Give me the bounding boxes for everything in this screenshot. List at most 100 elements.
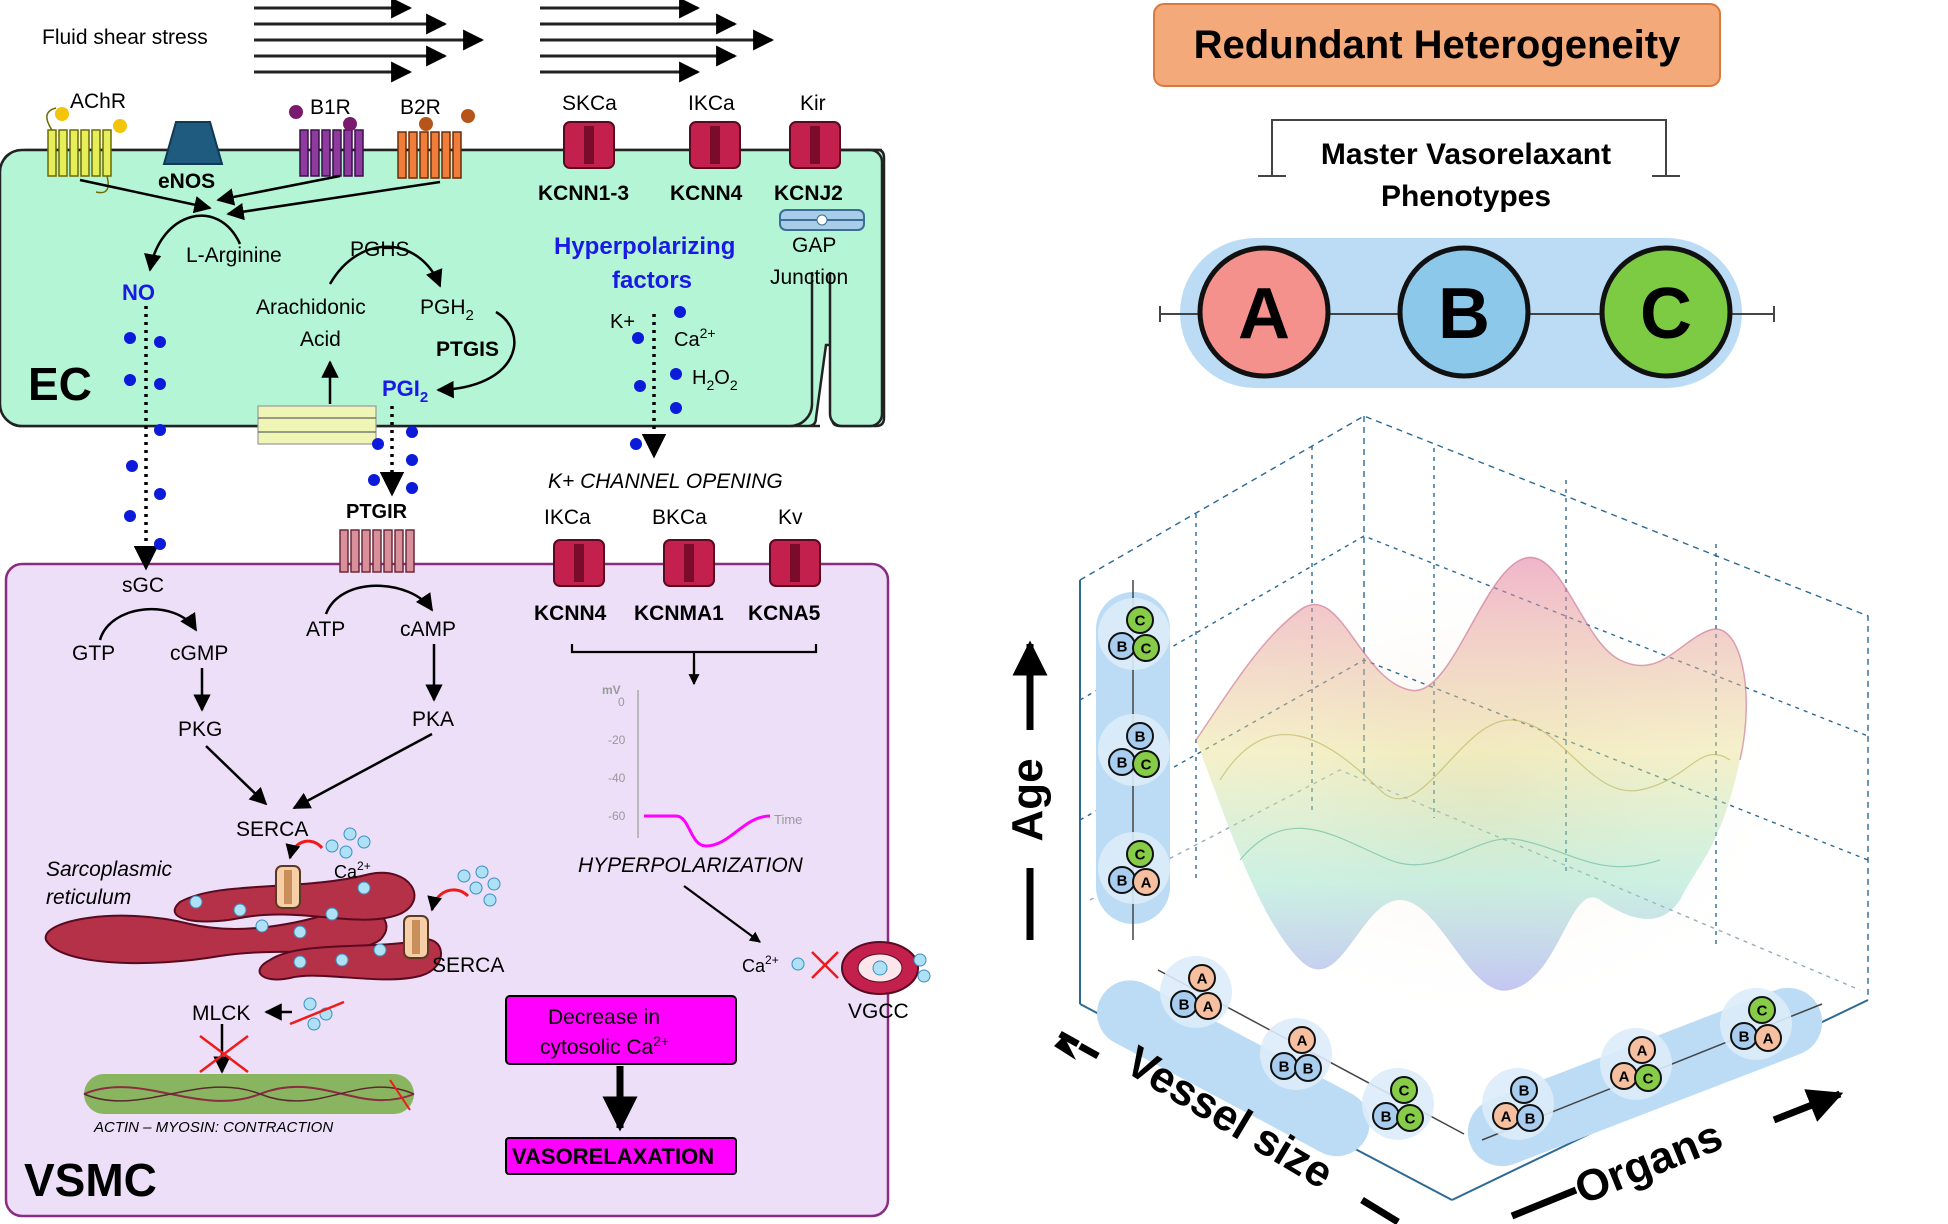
kcnma1-label: KCNMA1 xyxy=(634,602,724,625)
bkca-label: BKCa xyxy=(652,506,707,529)
ptgis-label: PTGIS xyxy=(436,338,499,361)
age-circle-1-0: B xyxy=(1126,722,1154,750)
camp-label: cAMP xyxy=(400,618,456,641)
vgcc-label: VGCC xyxy=(848,1000,909,1023)
organ-circle-1-2: C xyxy=(1634,1064,1662,1092)
organ-circle-label-2-0: C xyxy=(1757,1002,1768,1019)
phenotype-circle-1: B xyxy=(1397,245,1531,379)
age-circle-1-1: B xyxy=(1108,748,1136,776)
ikca-label-vsmc: IKCa xyxy=(544,506,591,529)
vessel-circle-1-2: B xyxy=(1294,1054,1322,1082)
organ-circle-label-0-0: B xyxy=(1519,1082,1530,1099)
ec-arrows xyxy=(79,174,516,404)
sr-label-2: reticulum xyxy=(46,886,131,909)
vessel-pill xyxy=(1097,980,1370,1157)
phenotype-circle-label-1: B xyxy=(1438,274,1490,354)
gap-line2: Junction xyxy=(770,266,848,289)
vessel-circle-label-0-1: B xyxy=(1179,996,1190,1013)
phenotype-circle-2: C xyxy=(1599,245,1733,379)
dotted-paths xyxy=(133,306,667,571)
mv-tick-0: 0 xyxy=(618,695,625,709)
b1r-receptor xyxy=(289,105,364,177)
time-label: Time xyxy=(774,812,802,827)
age-circle-0-0: C xyxy=(1126,606,1154,634)
kv-label: Kv xyxy=(778,506,803,529)
age-circle-label-0-1: B xyxy=(1117,638,1128,655)
ikca-channel-vsmc xyxy=(553,539,605,587)
organ-circle-label-2-1: B xyxy=(1739,1028,1750,1045)
bkca-channel xyxy=(663,539,715,587)
pghs-label: PGHS xyxy=(350,238,410,261)
vessel-pill-group xyxy=(1097,980,1370,1157)
atp-label: ATP xyxy=(306,618,345,641)
decrease-box xyxy=(505,995,737,1065)
h2o2-label: H2O2 xyxy=(692,367,738,393)
skca-channel xyxy=(563,121,615,169)
age-circle-label-1-1: B xyxy=(1117,754,1128,771)
gap-line1: GAP xyxy=(792,234,836,257)
cgmp-label: cGMP xyxy=(170,642,228,665)
achr-label: AChR xyxy=(70,90,126,113)
sgc-label: sGC xyxy=(122,574,164,597)
organ-circle-2-0: C xyxy=(1748,996,1776,1024)
vessel-circle-2-2: C xyxy=(1396,1104,1424,1132)
hyper-label2: factors xyxy=(612,267,692,294)
organ-circle-2-2: A xyxy=(1754,1024,1782,1052)
kir-channel xyxy=(789,121,841,169)
signal-dots xyxy=(124,306,686,550)
gtp-label: GTP xyxy=(72,642,115,665)
gap-junction-icon xyxy=(779,209,865,231)
phenotype-circle-0: A xyxy=(1197,245,1331,379)
k-opening-label: K+ CHANNEL OPENING xyxy=(548,470,783,493)
ca-ec-label: Ca2+ xyxy=(674,325,716,351)
age-label: Age xyxy=(1003,758,1052,841)
subtitle-line1: Master Vasorelaxant xyxy=(1321,138,1611,171)
membrane-lipids xyxy=(257,405,377,445)
left-panel: Fluid shear stress EC VSMC AChR eNOS B1R xyxy=(0,0,931,1218)
pgi2-label: PGI2 xyxy=(382,376,428,406)
mv-chart: mV 0 -20 -40 -60 Time xyxy=(602,683,802,848)
organ-circle-label-1-1: A xyxy=(1619,1068,1630,1085)
vessel-circle-label-2-1: B xyxy=(1381,1108,1392,1125)
kir-label: Kir xyxy=(800,92,826,115)
vessel-circle-label-1-1: B xyxy=(1279,1058,1290,1075)
ca-vgcc-label: Ca2+ xyxy=(742,953,779,976)
vessel-circle-label-0-0: A xyxy=(1197,970,1208,987)
vessel-circle-1-0: A xyxy=(1288,1026,1316,1054)
b1r-label: B1R xyxy=(310,96,351,119)
enos-shape xyxy=(162,121,224,165)
age-circle-2-0: C xyxy=(1126,840,1154,868)
hyper-label1: Hyperpolarizing xyxy=(554,233,735,260)
decrease-line1: Decrease in xyxy=(548,1006,660,1029)
vasorelax-box xyxy=(505,1137,737,1175)
ikca-channel-ec xyxy=(689,121,741,169)
organ-circle-0-0: B xyxy=(1510,1076,1538,1104)
mv-unit: mV xyxy=(602,683,621,697)
vessel-circle-2-0: C xyxy=(1390,1076,1418,1104)
phenotype-circle-label-2: C xyxy=(1640,274,1692,354)
age-circle-0-2: C xyxy=(1132,634,1160,662)
vessel-circle-label-1-0: A xyxy=(1297,1032,1308,1049)
vessel-circle-label-0-2: A xyxy=(1203,998,1214,1015)
enos-label: eNOS xyxy=(158,170,215,193)
serca-pump-2 xyxy=(403,865,501,959)
no-label: NO xyxy=(122,280,155,305)
ptgir-receptor xyxy=(339,529,415,573)
organ-circle-1-0: A xyxy=(1628,1036,1656,1064)
achr-receptor xyxy=(46,107,127,194)
age-circle-1-2: C xyxy=(1132,750,1160,778)
pkg-label: PKG xyxy=(178,718,222,741)
age-circle-label-0-0: C xyxy=(1135,612,1146,629)
actin-myosin-label: ACTIN – MYOSIN: CONTRACTION xyxy=(93,1119,333,1136)
age-circle-label-1-0: B xyxy=(1135,728,1146,745)
right-panel: Redundant Heterogeneity Master Vasorelax… xyxy=(1003,3,1869,1224)
serca-label-2: SERCA xyxy=(432,954,504,977)
pka-label: PKA xyxy=(412,708,454,731)
vessel-circle-label-2-2: C xyxy=(1405,1110,1416,1127)
